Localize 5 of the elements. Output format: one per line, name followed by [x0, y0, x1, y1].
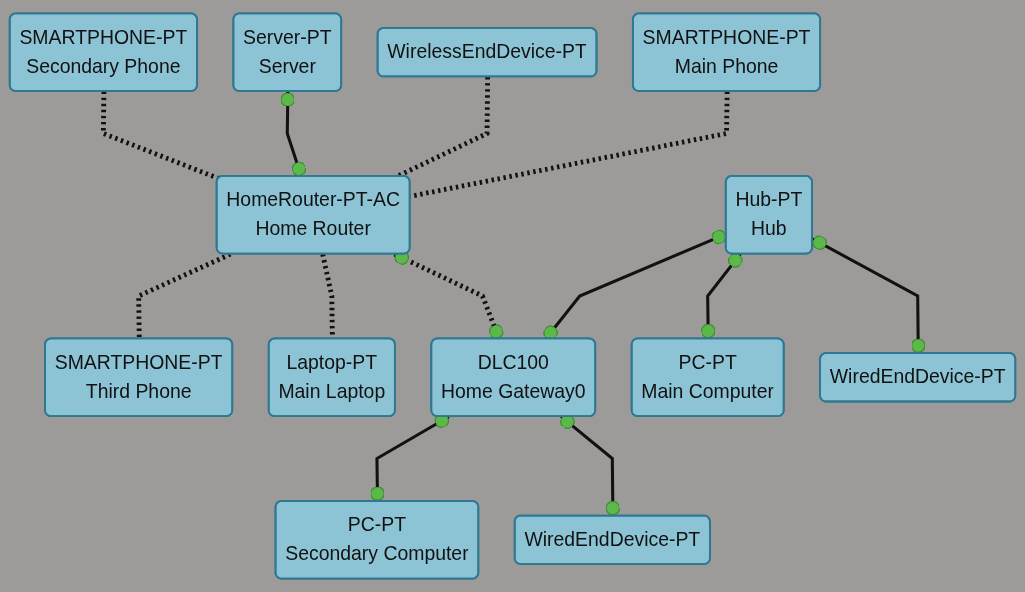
connector	[393, 250, 504, 340]
connector	[700, 253, 743, 340]
connector	[100, 91, 220, 181]
connector	[280, 91, 307, 177]
connector	[811, 235, 926, 354]
